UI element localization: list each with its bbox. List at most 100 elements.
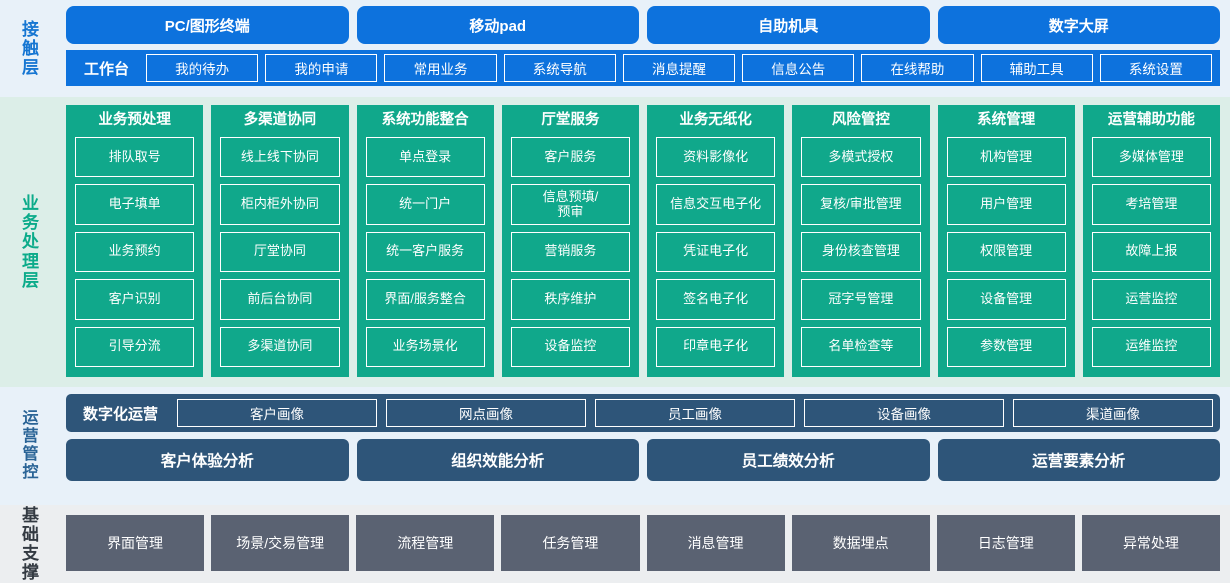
foundation-row: 界面管理 场景/交易管理 流程管理 任务管理 消息管理 数据埋点 日志管理 异常… (66, 515, 1220, 571)
business-cell[interactable]: 参数管理 (946, 326, 1066, 367)
business-column: 业务预处理 排队取号 电子填单 业务预约 客户识别 引导分流 (66, 105, 204, 377)
business-column: 多渠道协同 线上线下协同 柜内柜外协同 厅堂协同 前后台协同 多渠道协同 (211, 105, 349, 377)
business-cell[interactable]: 复核/审批管理 (801, 184, 921, 225)
workbench-item[interactable]: 在线帮助 (861, 54, 974, 82)
workbench-bar: 工作台 我的待办 我的申请 常用业务 系统导航 消息提醒 信息公告 在线帮助 辅… (66, 50, 1220, 86)
terminal-chip[interactable]: PC/图形终端 (66, 6, 349, 44)
column-title: 多渠道协同 (243, 112, 317, 128)
layer-body-operation: 数字化运营 客户画像 网点画像 员工画像 设备画像 渠道画像 客户体验分析 组织… (62, 387, 1230, 505)
business-cell[interactable]: 权限管理 (946, 231, 1066, 273)
business-cell[interactable]: 资料影像化 (656, 136, 776, 178)
business-cell[interactable]: 签名电子化 (656, 279, 776, 320)
business-cell[interactable]: 印章电子化 (656, 326, 776, 367)
layer-label-operation: 运营管控 (0, 387, 62, 505)
layer-label-business: 业务处理层 (0, 97, 62, 387)
layer-label-contact-text: 接触层 (22, 19, 40, 78)
business-cell[interactable]: 名单检查等 (801, 326, 921, 367)
business-cell[interactable]: 机构管理 (946, 136, 1066, 178)
business-cell[interactable]: 多媒体管理 (1091, 136, 1211, 178)
business-cell[interactable]: 界面/服务整合 (365, 279, 485, 320)
column-title: 风险管控 (831, 112, 890, 128)
analysis-item[interactable]: 组织效能分析 (356, 439, 639, 481)
workbench-item[interactable]: 信息公告 (742, 54, 855, 82)
business-cell[interactable]: 排队取号 (75, 136, 195, 178)
business-cell[interactable]: 用户管理 (946, 184, 1066, 225)
foundation-item[interactable]: 消息管理 (646, 515, 785, 571)
layer-label-foundation-text: 基础支撑 (22, 505, 40, 583)
workbench-item[interactable]: 我的待办 (146, 54, 259, 82)
layer-label-business-text: 业务处理层 (22, 194, 40, 290)
business-cell[interactable]: 统一门户 (365, 184, 485, 225)
column-title: 业务无纸化 (679, 112, 752, 128)
analysis-item[interactable]: 运营要素分析 (937, 439, 1220, 481)
workbench-item[interactable]: 我的申请 (265, 54, 378, 82)
digital-operation-title: 数字化运营 (83, 405, 159, 423)
portrait-item[interactable]: 设备画像 (804, 399, 1005, 427)
business-cell[interactable]: 秩序维护 (510, 279, 630, 320)
business-cell[interactable]: 统一客户服务 (365, 231, 485, 273)
workbench-item[interactable]: 辅助工具 (980, 54, 1093, 82)
business-cell[interactable]: 设备监控 (510, 326, 630, 367)
layer-business: 业务处理层 业务预处理 排队取号 电子填单 业务预约 客户识别 引导分流 多渠道… (0, 97, 1230, 387)
business-cell[interactable]: 厅堂协同 (220, 231, 340, 273)
terminal-row: PC/图形终端 移动pad 自助机具 数字大屏 (66, 6, 1220, 44)
column-title: 系统管理 (977, 112, 1036, 128)
foundation-item[interactable]: 场景/交易管理 (211, 515, 350, 571)
terminal-chip[interactable]: 移动pad (356, 6, 639, 44)
analysis-item[interactable]: 客户体验分析 (66, 439, 349, 481)
business-cell[interactable]: 冠字号管理 (801, 279, 921, 320)
business-cell[interactable]: 信息预填/预审 (510, 184, 630, 225)
business-cell[interactable]: 故障上报 (1091, 231, 1211, 273)
business-cell[interactable]: 凭证电子化 (656, 231, 776, 273)
column-title: 业务预处理 (98, 112, 171, 128)
business-cell[interactable]: 引导分流 (75, 326, 195, 367)
workbench-item[interactable]: 系统设置 (1099, 54, 1212, 82)
business-cell[interactable]: 多渠道协同 (220, 326, 340, 367)
column-title: 厅堂服务 (541, 112, 600, 128)
business-cell[interactable]: 运维监控 (1091, 326, 1211, 367)
business-cell[interactable]: 考培管理 (1091, 184, 1211, 225)
business-cell[interactable]: 线上线下协同 (220, 136, 340, 178)
layer-contact: 接触层 PC/图形终端 移动pad 自助机具 数字大屏 工作台 我的待办 我的申… (0, 0, 1230, 97)
workbench-item[interactable]: 系统导航 (503, 54, 616, 82)
foundation-item[interactable]: 日志管理 (936, 515, 1075, 571)
business-cell[interactable]: 单点登录 (365, 136, 485, 178)
business-cell[interactable]: 多模式授权 (801, 136, 921, 178)
business-cell[interactable]: 电子填单 (75, 184, 195, 225)
business-cell[interactable]: 信息交互电子化 (656, 184, 776, 225)
foundation-item[interactable]: 任务管理 (501, 515, 640, 571)
portrait-item[interactable]: 客户画像 (177, 399, 378, 427)
analysis-item[interactable]: 员工绩效分析 (647, 439, 930, 481)
foundation-item[interactable]: 异常处理 (1081, 515, 1220, 571)
portrait-item[interactable]: 员工画像 (595, 399, 796, 427)
business-cell[interactable]: 柜内柜外协同 (220, 184, 340, 225)
workbench-title: 工作台 (84, 60, 130, 78)
business-cell[interactable]: 客户服务 (510, 136, 630, 178)
terminal-chip[interactable]: 数字大屏 (937, 6, 1220, 44)
business-cell[interactable]: 前后台协同 (220, 279, 340, 320)
business-cell[interactable]: 设备管理 (946, 279, 1066, 320)
layer-body-contact: PC/图形终端 移动pad 自助机具 数字大屏 工作台 我的待办 我的申请 常用… (62, 0, 1230, 97)
portrait-item[interactable]: 网点画像 (386, 399, 587, 427)
business-column: 系统功能整合 单点登录 统一门户 统一客户服务 界面/服务整合 业务场景化 (356, 105, 494, 377)
analysis-row: 客户体验分析 组织效能分析 员工绩效分析 运营要素分析 (66, 439, 1220, 481)
layer-label-operation-text: 运营管控 (22, 410, 40, 481)
business-cell[interactable]: 客户识别 (75, 279, 195, 320)
column-title: 运营辅助功能 (1107, 112, 1195, 128)
foundation-item[interactable]: 流程管理 (356, 515, 495, 571)
portrait-item[interactable]: 渠道画像 (1013, 399, 1214, 427)
business-cell[interactable]: 业务场景化 (365, 326, 485, 367)
business-columns: 业务预处理 排队取号 电子填单 业务预约 客户识别 引导分流 多渠道协同 线上线… (66, 105, 1220, 377)
workbench-item[interactable]: 常用业务 (384, 54, 497, 82)
workbench-item[interactable]: 消息提醒 (622, 54, 736, 82)
foundation-item[interactable]: 数据埋点 (791, 515, 930, 571)
foundation-item[interactable]: 界面管理 (66, 515, 205, 571)
terminal-chip[interactable]: 自助机具 (647, 6, 930, 44)
business-column: 系统管理 机构管理 用户管理 权限管理 设备管理 参数管理 (937, 105, 1075, 377)
business-cell[interactable]: 业务预约 (75, 231, 195, 273)
business-cell[interactable]: 营销服务 (510, 231, 630, 273)
business-cell[interactable]: 运营监控 (1091, 279, 1211, 320)
digital-operation-bar: 数字化运营 客户画像 网点画像 员工画像 设备画像 渠道画像 (66, 394, 1220, 432)
business-cell[interactable]: 身份核查管理 (801, 231, 921, 273)
